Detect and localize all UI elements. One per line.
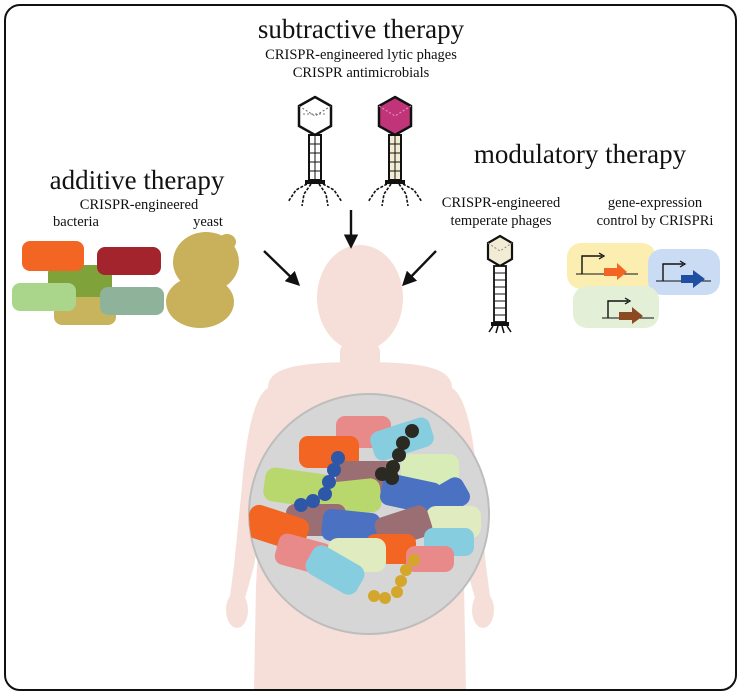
yellow-bead-chain	[368, 554, 420, 604]
additive-title: additive therapy	[49, 165, 225, 195]
crispri-line1: gene-expression	[607, 195, 703, 211]
promoter-box-green	[573, 286, 659, 328]
temperate-phage-icon	[486, 234, 514, 334]
modulatory-title: modulatory therapy	[473, 139, 687, 169]
arrow-icon	[263, 250, 301, 287]
promoter-arrow-icon	[602, 297, 654, 324]
gut-bacterium	[321, 508, 381, 546]
bacterium	[12, 283, 76, 311]
bacteria-label: bacteria	[53, 214, 99, 230]
bacterium	[100, 287, 164, 315]
bacterium	[97, 247, 161, 275]
magenta-phage-icon	[367, 95, 423, 207]
promoter-arrow-icon	[576, 252, 638, 280]
crispri-promoter-boxes	[567, 243, 720, 328]
additive-subtitle: CRISPR-engineered	[79, 197, 199, 213]
temperate-phage-line2: temperate phages	[450, 213, 552, 229]
diagram-canvas	[12, 95, 720, 689]
crispri-line2: control by CRISPRi	[596, 213, 714, 229]
bacterium	[22, 241, 84, 271]
figure-panel: subtractive therapy CRISPR-engineered ly…	[4, 4, 737, 691]
gut-bacterium	[305, 545, 365, 595]
arrow-icon	[401, 250, 437, 287]
promoter-box-blue	[648, 249, 720, 295]
black-bead-chain	[375, 424, 419, 485]
subtractive-line2: CRISPR antimicrobials	[292, 65, 430, 81]
temperate-phage-line1: CRISPR-engineered	[441, 195, 561, 211]
gut-microbiome	[248, 393, 490, 635]
yeast-label: yeast	[193, 214, 223, 230]
additive-bacteria-cluster	[12, 241, 164, 325]
promoter-box-yellow	[567, 243, 656, 289]
subtractive-line1: CRISPR-engineered lytic phages	[265, 47, 457, 63]
gut-bacterium	[406, 546, 454, 572]
blue-bead-chain	[294, 451, 345, 512]
yeast-icon	[166, 232, 239, 328]
gut-bacterium	[401, 454, 459, 486]
subtractive-title: subtractive therapy	[257, 14, 465, 44]
lytic-phage-icon	[287, 95, 343, 207]
promoter-arrow-icon	[656, 260, 711, 288]
